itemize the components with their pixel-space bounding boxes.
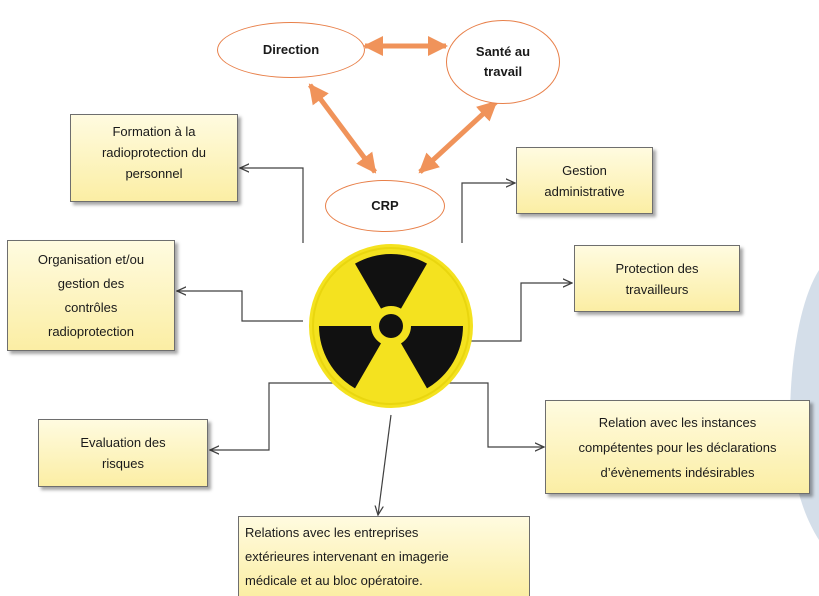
arrow-sante-crp bbox=[418, 100, 498, 174]
box-entreprises-label: Relations avec les entreprises extérieur… bbox=[245, 525, 449, 588]
box-evaluation-risques: Evaluation des risques bbox=[38, 419, 208, 487]
node-crp: CRP bbox=[325, 180, 445, 232]
connector-gestion bbox=[461, 183, 515, 243]
connector-protection bbox=[470, 283, 572, 342]
box-gestion-administrative: Gestion administrative bbox=[516, 147, 653, 214]
box-protection-travailleurs: Protection des travailleurs bbox=[574, 245, 740, 312]
node-crp-label: CRP bbox=[371, 198, 399, 213]
node-sante-label: Santé au travail bbox=[475, 44, 531, 79]
box-relation-instances: Relation avec les instances compétentes … bbox=[545, 400, 810, 494]
radiation-trefoil-icon bbox=[292, 244, 497, 416]
node-direction-label: Direction bbox=[262, 42, 320, 57]
connector-evaluation bbox=[210, 382, 350, 450]
box-organisation-label: Organisation et/ou gestion des contrôles… bbox=[37, 251, 145, 339]
node-direction: Direction bbox=[217, 22, 365, 78]
node-sante-au-travail: Santé au travail bbox=[446, 20, 560, 104]
box-organisation-controles: Organisation et/ou gestion des contrôles… bbox=[7, 240, 175, 351]
box-protection-label: Protection des travailleurs bbox=[615, 260, 699, 297]
box-relations-entreprises: Relations avec les entreprises extérieur… bbox=[238, 516, 530, 596]
connector-organisation bbox=[177, 291, 303, 322]
box-formation-label: Formation à la radioprotection du person… bbox=[101, 124, 207, 181]
box-instances-label: Relation avec les instances compétentes … bbox=[578, 414, 777, 480]
box-evaluation-label: Evaluation des risques bbox=[80, 435, 166, 471]
connector-instances bbox=[438, 382, 544, 447]
box-gestion-label: Gestion administrative bbox=[544, 162, 625, 199]
arrow-direction-crp bbox=[307, 83, 378, 174]
box-formation: Formation à la radioprotection du person… bbox=[70, 114, 238, 202]
connector-entreprises bbox=[378, 414, 392, 515]
connector-formation bbox=[240, 168, 304, 243]
